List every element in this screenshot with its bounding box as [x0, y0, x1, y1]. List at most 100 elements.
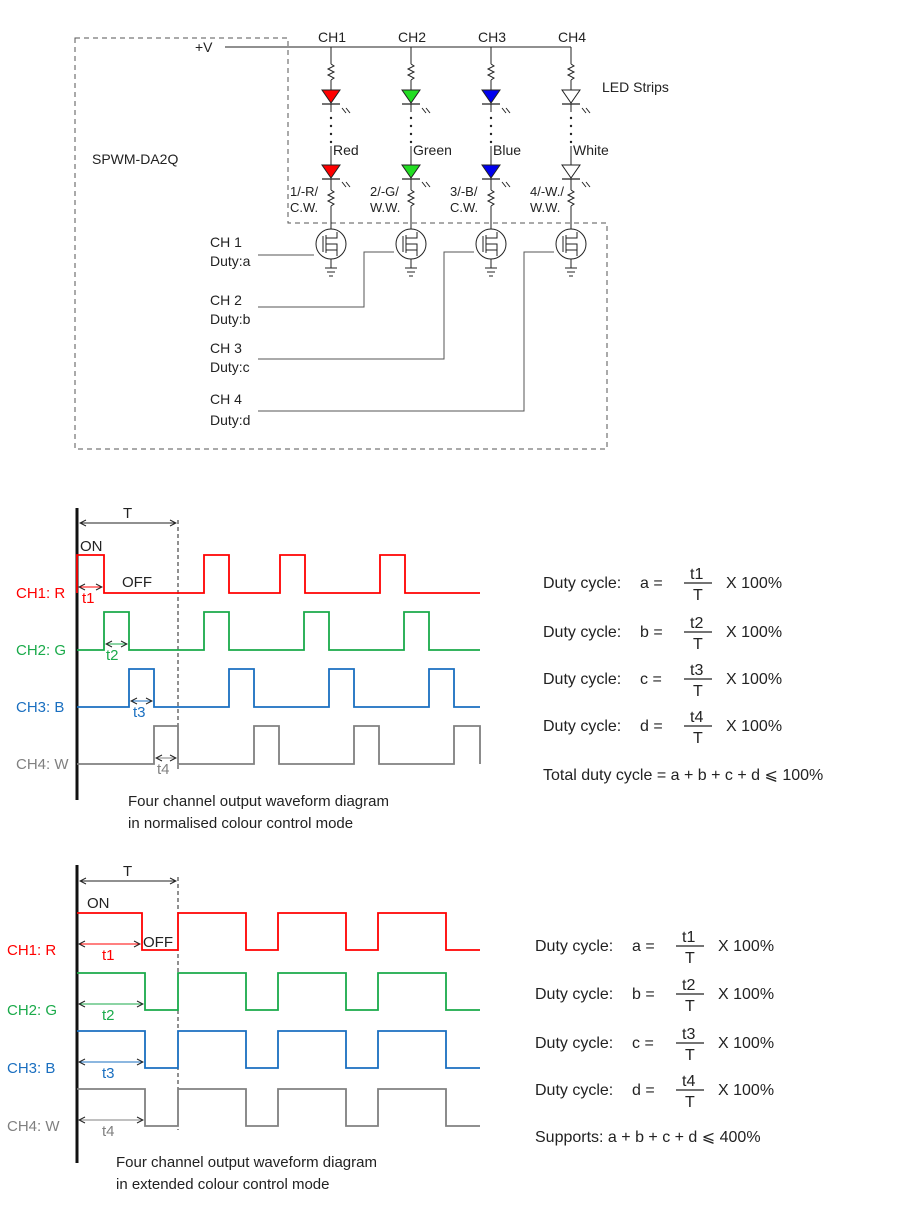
ch1-mosfet-symbol	[322, 232, 338, 256]
percent-multiplier: X 100%	[726, 671, 782, 688]
caption-line-1: Four channel output waveform diagram	[128, 793, 389, 810]
fraction-denominator: T	[693, 587, 703, 604]
ch4-continuation-dot	[569, 124, 573, 128]
ch3-waveform	[77, 1030, 480, 1069]
ch3-continuation-dot	[489, 140, 493, 144]
period-label: T	[123, 505, 132, 522]
duty-variable: c =	[640, 671, 662, 688]
ch2-channel-label: CH2: G	[7, 1002, 57, 1019]
on-label: ON	[80, 538, 103, 555]
channel-inputs: CH 1 Duty:a CH 2 Duty:b CH 3 Duty:c CH 4…	[210, 234, 554, 428]
fraction-numerator: t2	[682, 977, 695, 994]
duty-cycle-prefix: Duty cycle:	[535, 1035, 613, 1052]
duty-cycle-prefix: Duty cycle:	[535, 1082, 613, 1099]
ch1-resistor	[326, 63, 336, 81]
ch4-input-label: CH 4	[210, 391, 242, 407]
led-strips-label: LED Strips	[602, 79, 669, 95]
ch2-resistor	[406, 189, 416, 207]
ch3-mosfet-symbol	[482, 232, 498, 256]
total-duty-note: Total duty cycle = a + b + c + d ⩽ 100%	[543, 767, 823, 784]
ch4-duration-label: t4	[157, 761, 170, 778]
ch4-channel-label: CH4: W	[16, 756, 69, 773]
ch2-channel-label: CH2: G	[16, 642, 66, 659]
ch4-continuation-dot	[569, 116, 573, 120]
normalised-waveform-diagram: T ON OFF Four channel output waveform di…	[16, 505, 481, 832]
duty-variable: a =	[640, 575, 663, 592]
ch1-waveform	[77, 912, 480, 951]
supply-label: +V	[195, 39, 213, 55]
ch1-led-bottom	[321, 164, 341, 179]
caption-line-2: in normalised colour control mode	[128, 815, 353, 832]
ch3-channel-label: CH3: B	[7, 1060, 55, 1077]
percent-multiplier: X 100%	[718, 986, 774, 1003]
extended-waveform-diagram: T ON OFF Four channel output waveform di…	[7, 863, 480, 1193]
ch4-resistor	[566, 63, 576, 81]
ch2-continuation-dot	[409, 116, 413, 120]
ch3-resistor	[486, 189, 496, 207]
duty-cycle-prefix: Duty cycle:	[543, 624, 621, 641]
ch2-continuation-dot	[409, 132, 413, 136]
ch4-channel-label: CH4: W	[7, 1118, 60, 1135]
ch4-mosfet-symbol	[562, 232, 578, 256]
ch4-led-top	[561, 89, 581, 104]
percent-multiplier: X 100%	[718, 1035, 774, 1052]
fraction-numerator: t1	[682, 929, 695, 946]
module-label: SPWM-DA2Q	[92, 151, 178, 167]
ch3-header-label: CH3	[478, 29, 506, 45]
fraction-denominator: T	[685, 1094, 695, 1111]
ch1-continuation-dot	[329, 124, 333, 128]
duty-variable: d =	[640, 718, 663, 735]
ch4-light-rays	[581, 107, 591, 114]
ch3-light-rays	[501, 181, 511, 188]
ch1-header-label: CH1	[318, 29, 346, 45]
duty-variable: c =	[632, 1035, 654, 1052]
fraction-denominator: T	[693, 730, 703, 747]
ch2-led-top	[401, 89, 421, 104]
ch1-color-label: Red	[333, 142, 359, 158]
ch1-ground-symbol	[325, 267, 337, 277]
ch3-light-rays	[501, 107, 511, 114]
ch3-terminal-label: 3/-B/	[450, 184, 478, 199]
ch3-color-label: Blue	[493, 142, 521, 158]
ch2-terminal-label: 2/-G/	[370, 184, 399, 199]
duty-cycle-prefix: Duty cycle:	[543, 718, 621, 735]
period-label: T	[123, 863, 132, 880]
off-label: OFF	[122, 574, 152, 591]
ch1-duration-label: t1	[102, 947, 115, 964]
ch2-duty-label: Duty:b	[210, 311, 251, 327]
ch2-ground-symbol	[405, 267, 417, 277]
fraction-numerator: t4	[682, 1073, 695, 1090]
ch3-waveform	[77, 668, 480, 708]
ch4-duration-label: t4	[102, 1123, 115, 1140]
ch1-continuation-dot	[329, 140, 333, 144]
fraction-numerator: t4	[690, 709, 703, 726]
ch4-ground-symbol	[565, 267, 577, 277]
ch3-led-bottom	[481, 164, 501, 179]
off-label: OFF	[143, 934, 173, 951]
ch1-led-top	[321, 89, 341, 104]
ch3-continuation-dot	[489, 124, 493, 128]
ch2-duration-label: t2	[102, 1007, 115, 1024]
ch1-light-rays	[341, 181, 351, 188]
ch2-waveform	[77, 972, 480, 1011]
ch4-light-rays	[581, 181, 591, 188]
ch4-terminal-label: 4/-W./	[530, 184, 564, 199]
ch3-ground-symbol	[485, 267, 497, 277]
percent-multiplier: X 100%	[718, 938, 774, 955]
circuit-schematic: SPWM-DA2Q +V LED Strips CH1Red1/-R/C.W.C…	[74, 29, 669, 450]
duty-cycle-prefix: Duty cycle:	[543, 575, 621, 592]
fraction-numerator: t3	[682, 1026, 695, 1043]
ch3-continuation-dot	[489, 132, 493, 136]
ch2-input-label: CH 2	[210, 292, 242, 308]
ch2-waveform	[77, 611, 480, 651]
ch1-terminal-label: 1/-R/	[290, 184, 319, 199]
duty-cycle-prefix: Duty cycle:	[543, 671, 621, 688]
ch2-mosfet-symbol	[402, 232, 418, 256]
ch2-continuation-dot	[409, 140, 413, 144]
duty-cycle-prefix: Duty cycle:	[535, 986, 613, 1003]
ch1-input-label: CH 1	[210, 234, 242, 250]
fraction-denominator: T	[693, 683, 703, 700]
percent-multiplier: X 100%	[726, 718, 782, 735]
